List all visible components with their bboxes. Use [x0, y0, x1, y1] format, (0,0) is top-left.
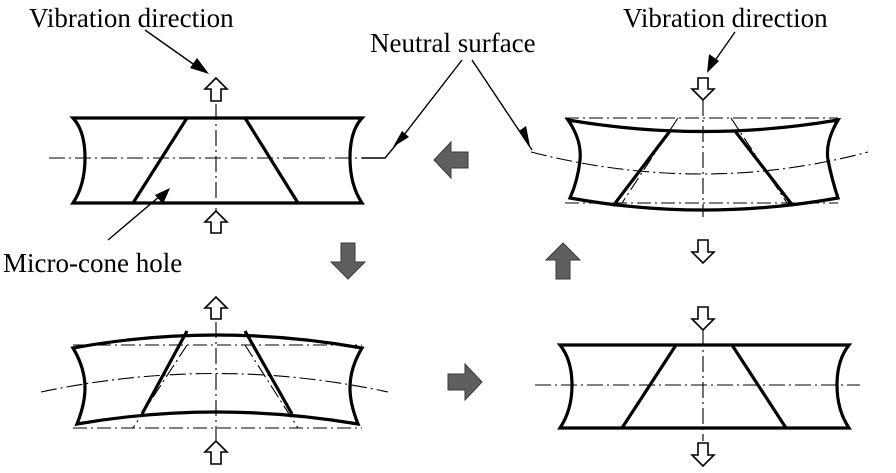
plate-flat-top-left — [49, 76, 382, 234]
vibration-direction-label-right: Vibration direction — [623, 3, 828, 33]
vibration-arrow-icon — [690, 239, 716, 265]
leader-neutral-surface-left — [362, 59, 463, 159]
plate-bent-down-top-right — [530, 77, 869, 265]
vibration-arrow-icon — [203, 209, 229, 234]
vibration-arrow-icon — [203, 76, 229, 102]
vibration-arrow-icon — [690, 77, 716, 102]
vibration-arrow-icon — [203, 439, 229, 465]
plate-bent-up-bottom-left — [40, 295, 389, 465]
leader-neutral-surface-right — [471, 59, 533, 151]
leader-vibration-right — [707, 31, 736, 73]
plate-flat-bottom-right — [535, 306, 860, 468]
state-arrow-left-icon — [433, 140, 469, 180]
neutral-surface-label: Neutral surface — [370, 28, 536, 58]
state-arrow-right-icon — [447, 362, 483, 402]
vibration-arrow-icon — [690, 306, 716, 332]
vibration-arrow-icon — [203, 295, 229, 320]
leader-vibration-left — [144, 29, 209, 74]
vibration-direction-label-left: Vibration direction — [29, 3, 234, 33]
state-arrow-down-icon — [329, 242, 367, 280]
state-arrow-up-icon — [544, 242, 582, 280]
micro-cone-hole-label: Micro-cone hole — [3, 248, 182, 278]
vibration-arrow-icon — [690, 442, 716, 468]
